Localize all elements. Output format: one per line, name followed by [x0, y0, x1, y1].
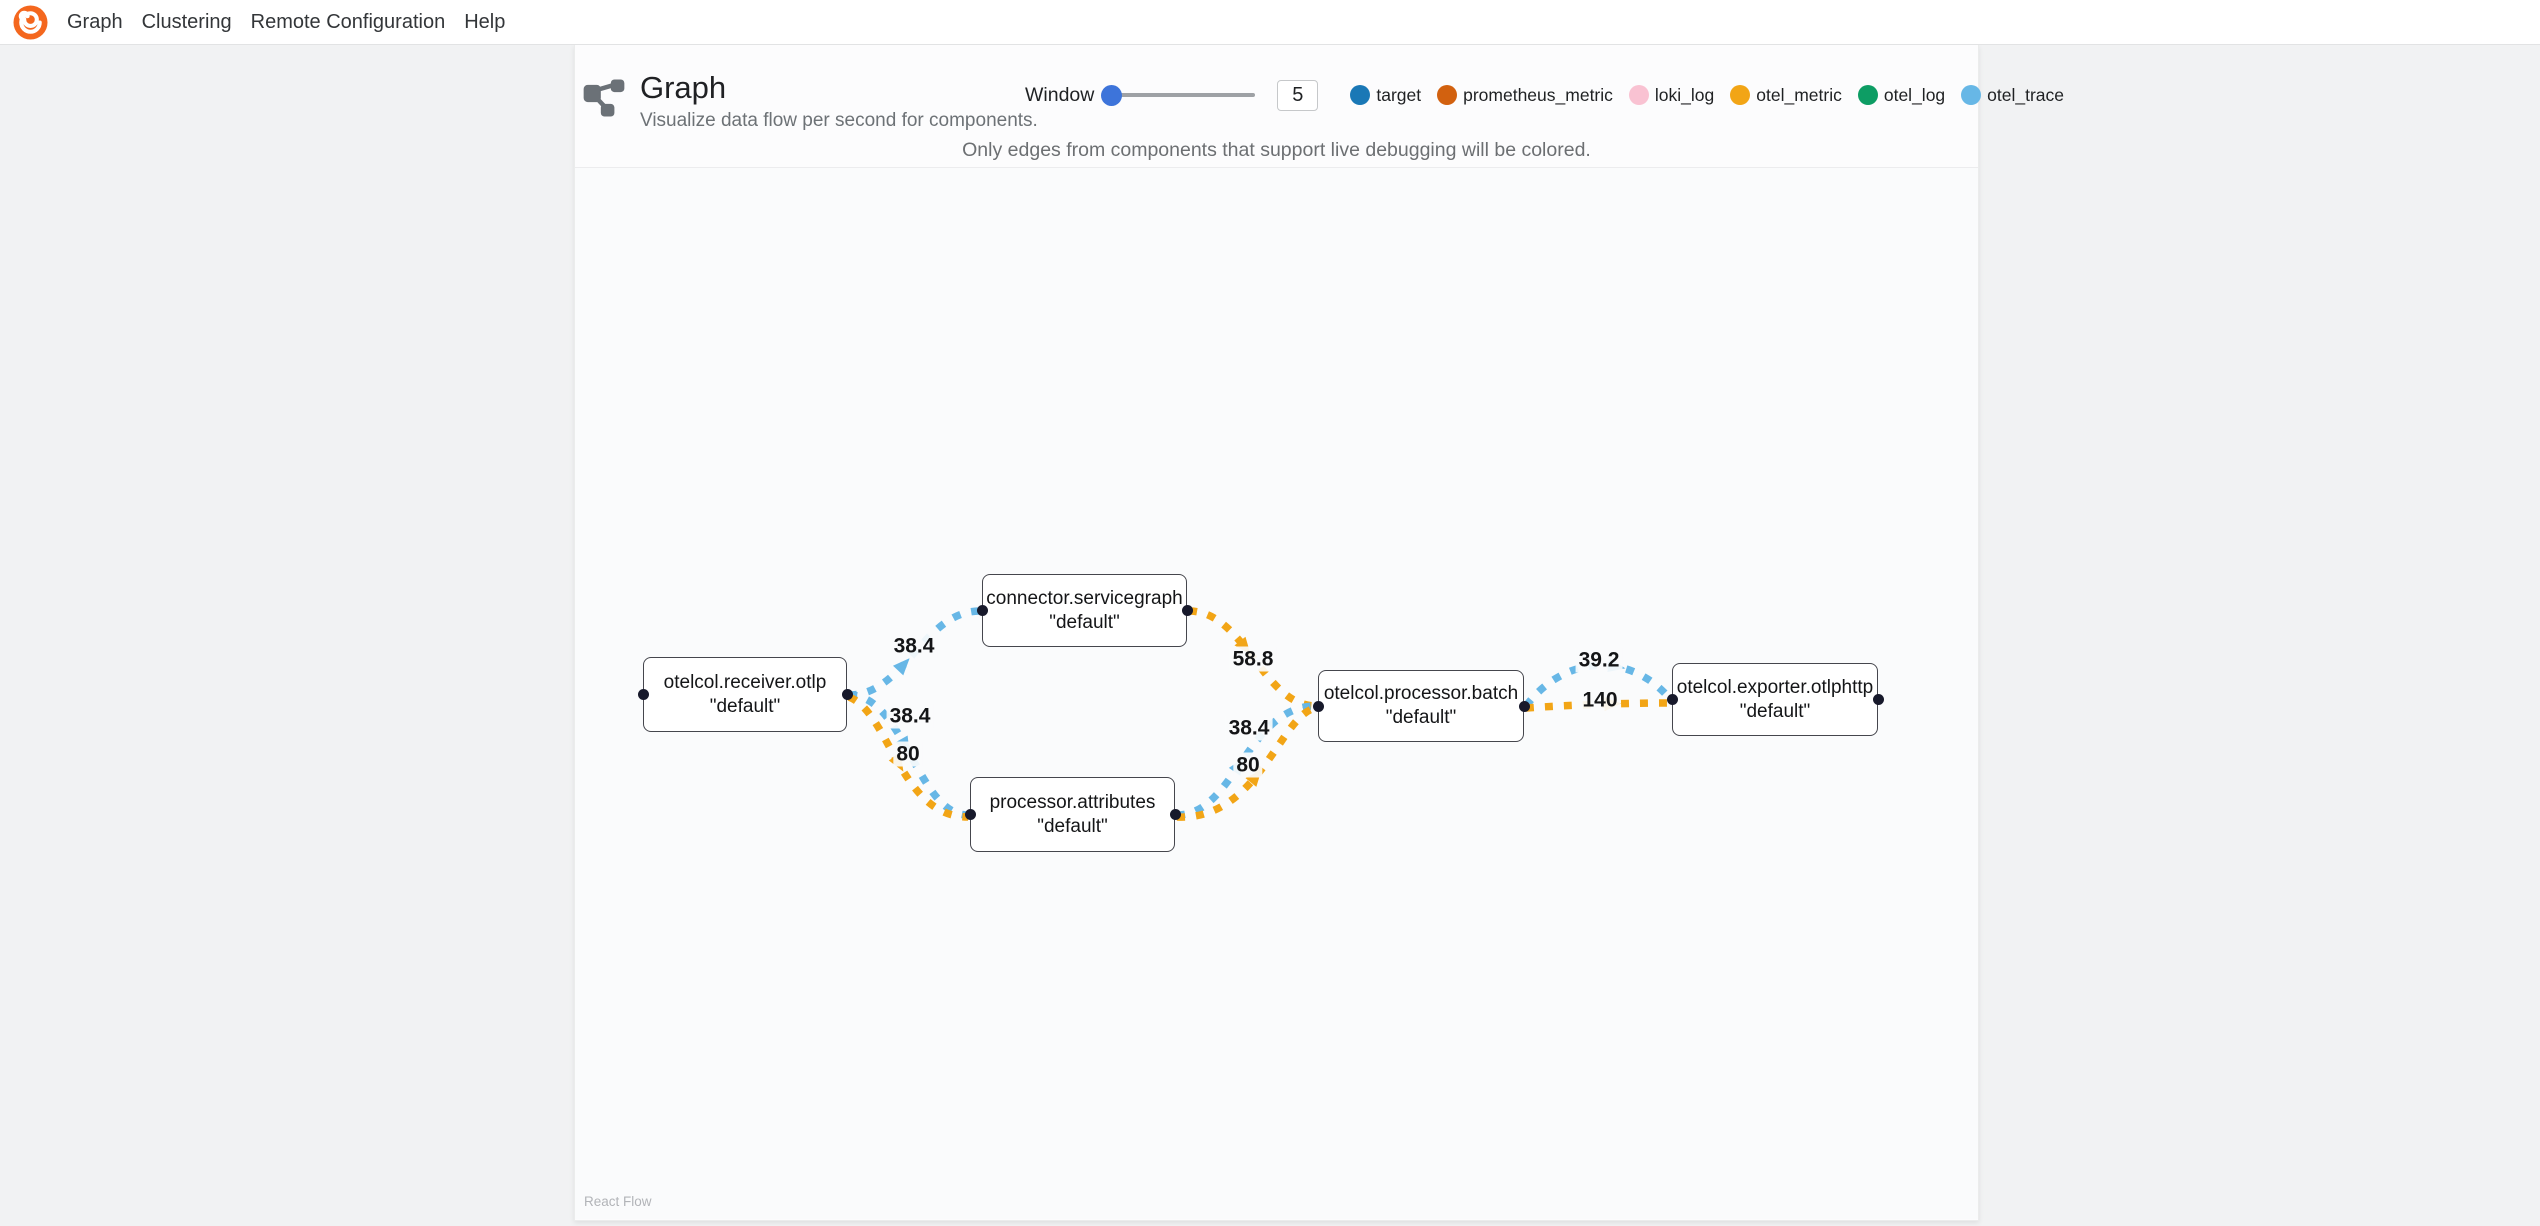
node-subtitle: "default" [1049, 611, 1120, 633]
edge-arrow-icon [892, 658, 910, 676]
node-attributes[interactable]: processor.attributes"default" [964, 777, 1181, 852]
node-handle-right[interactable] [1518, 700, 1530, 712]
nav-item-clustering[interactable]: Clustering [141, 10, 232, 33]
node-subtitle: "default" [1385, 707, 1457, 728]
node-exporter[interactable]: otelcol.exporter.otlphttp"default" [1666, 663, 1884, 736]
node-handle-right[interactable] [1872, 694, 1884, 705]
prometheus_metric-color-dot-icon [1437, 85, 1458, 105]
legend-label: prometheus_metric [1463, 84, 1613, 105]
page-header-text: Graph Visualize data flow per second for… [640, 71, 1038, 132]
legend-item-target: target [1350, 85, 1421, 106]
target-color-dot-icon [1350, 85, 1371, 105]
otel_log-color-dot-icon [1857, 85, 1878, 105]
edge-label-batch-to-exporter-otel_trace: 39.2 [1575, 647, 1623, 673]
node-subtitle: "default" [1037, 815, 1108, 837]
node-handle-left[interactable] [1666, 694, 1678, 705]
nav-item-remote-configuration[interactable]: Remote Configuration [250, 10, 446, 33]
legend-item-otel_trace: otel_trace [1961, 85, 2064, 106]
page-subtitle: Visualize data flow per second for compo… [640, 110, 1038, 131]
node-handle-right[interactable] [841, 689, 853, 700]
reactflow-attribution[interactable]: React Flow [584, 1194, 652, 1209]
node-title: otelcol.receiver.otlp [663, 671, 827, 693]
edge-batch-to-exporter-otel_trace [1523, 661, 1673, 709]
node-title: otelcol.exporter.otlphttp [1676, 676, 1874, 698]
nav-item-help[interactable]: Help [464, 10, 506, 33]
edge-receiver-to-attributes-otel_trace [848, 691, 969, 819]
slider-track[interactable] [1104, 93, 1256, 97]
edge-label-servicegraph-to-batch-otel_metric: 58.8 [1229, 646, 1277, 672]
window-slider[interactable] [1101, 75, 1256, 115]
slider-thumb[interactable] [1101, 84, 1123, 106]
otel_trace-color-dot-icon [1961, 85, 1982, 105]
debug-note: Only edges from components that support … [962, 139, 1591, 161]
controls-row: Window target prometheus_metric loki_log ot… [1025, 75, 2064, 115]
loki_log-color-dot-icon [1628, 85, 1649, 105]
window-value-input[interactable] [1277, 79, 1319, 111]
content-panel: Graph Visualize data flow per second for… [574, 45, 2064, 1221]
page-header: Graph Visualize data flow per second for… [583, 71, 1038, 132]
node-handle-left[interactable] [1312, 700, 1324, 712]
edge-label-batch-to-exporter-otel_metric: 140 [1579, 687, 1621, 713]
node-title: otelcol.processor.batch [1323, 683, 1519, 704]
edge-label-attributes-to-batch-otel_trace: 38.4 [1225, 715, 1273, 741]
legend-item-otel_metric: otel_metric [1730, 85, 1842, 106]
node-subtitle: "default" [1739, 700, 1811, 722]
node-handle-left[interactable] [637, 689, 649, 700]
legend-item-loki_log: loki_log [1628, 84, 1715, 106]
legend-label: otel_log [1883, 84, 1946, 105]
legend-item-otel_log: otel_log [1857, 84, 1946, 106]
node-servicegraph[interactable]: connector.servicegraph"default" [976, 574, 1193, 647]
legend-label: otel_metric [1756, 84, 1842, 105]
alloy-logo-icon[interactable] [13, 4, 48, 40]
page-title: Graph [640, 70, 727, 105]
legend-label: loki_log [1654, 84, 1715, 105]
nav-item-graph[interactable]: Graph [67, 10, 123, 33]
edge-label-receiver-to-attributes-otel_trace: 38.4 [886, 703, 934, 729]
otel_metric-color-dot-icon [1730, 85, 1751, 105]
node-handle-left[interactable] [964, 809, 976, 820]
node-handle-right[interactable] [1181, 605, 1193, 616]
node-batch[interactable]: otelcol.processor.batch "default" [1312, 670, 1530, 742]
legend-label: otel_trace [1987, 84, 2065, 105]
node-handle-left[interactable] [976, 605, 988, 616]
node-title: processor.attributes [989, 791, 1156, 813]
top-navbar: Graph Clustering Remote Configuration He… [0, 0, 2540, 45]
legend-item-prometheus_metric: prometheus_metric [1437, 85, 1613, 106]
node-subtitle: "default" [709, 695, 781, 717]
graph-icon [583, 79, 625, 117]
legend: target prometheus_metric loki_log otel_metr… [1350, 85, 2064, 106]
edge-label-receiver-to-attributes-otel_metric: 80 [893, 741, 923, 767]
window-label: Window [1025, 83, 1095, 106]
edge-attributes-to-batch-otel_trace [1176, 702, 1317, 819]
edge-label-receiver-to-servicegraph-otel_trace: 38.4 [890, 633, 938, 659]
edge-label-attributes-to-batch-otel_metric: 80 [1233, 752, 1263, 778]
flow-canvas[interactable]: React Flow 38.4 38.4 80 58.8 38.4 80 39.2 140 ot… [575, 167, 1978, 1219]
node-title: connector.servicegraph [986, 587, 1183, 609]
node-handle-right[interactable] [1169, 809, 1181, 820]
node-receiver[interactable]: otelcol.receiver.otlp"default" [637, 657, 853, 732]
legend-label: target [1376, 84, 1422, 105]
